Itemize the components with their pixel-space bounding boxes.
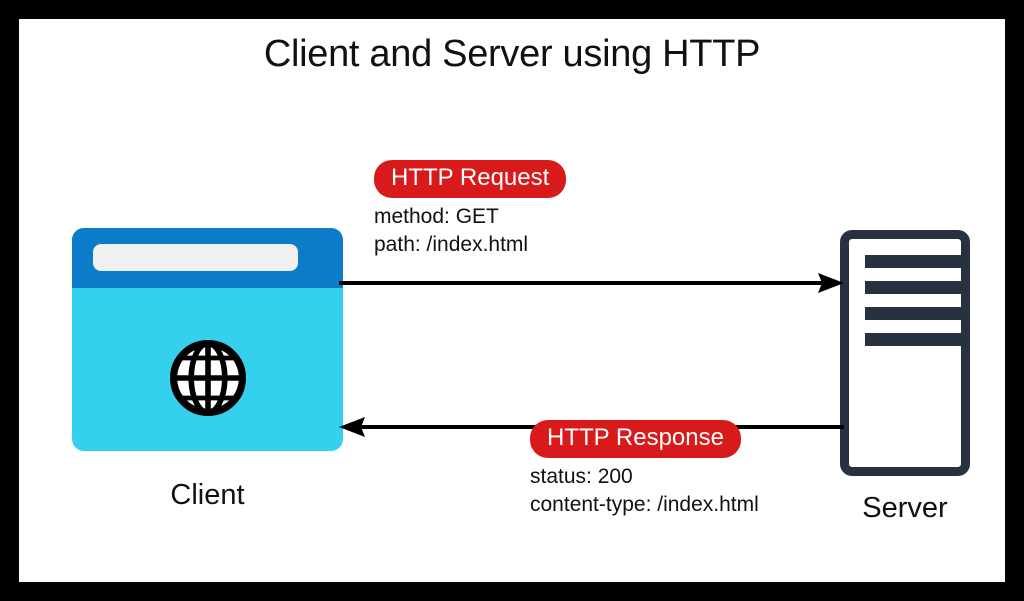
http-response-details: status: 200 content-type: /index.html <box>530 463 759 519</box>
globe-icon <box>170 340 246 416</box>
http-request-message: HTTP Request method: GET path: /index.ht… <box>374 160 567 259</box>
request-arrow-right-icon <box>339 273 844 293</box>
browser-address-bar[interactable] <box>93 244 298 271</box>
page-title: Client and Server using HTTP <box>263 33 761 75</box>
response-status-line: status: 200 <box>530 465 633 488</box>
request-path-line: path: /index.html <box>374 233 529 256</box>
server-bar <box>865 307 962 320</box>
browser-window-icon <box>72 228 343 451</box>
http-request-badge: HTTP Request <box>374 160 567 198</box>
response-content-type-line: content-type: /index.html <box>530 493 759 516</box>
server-node: Server <box>814 209 1004 529</box>
server-rack-icon <box>840 230 970 476</box>
http-response-badge: HTTP Response <box>530 420 741 458</box>
server-bar <box>865 281 962 294</box>
server-bar <box>865 333 962 346</box>
http-response-message: HTTP Response status: 200 content-type: … <box>530 420 759 519</box>
client-node: Client <box>52 228 343 518</box>
server-bar <box>865 255 962 268</box>
request-method-line: method: GET <box>374 205 499 228</box>
browser-title-bar <box>72 228 343 288</box>
diagram-canvas: Client and Server using HTTP Client <box>19 19 1005 582</box>
client-label: Client <box>170 479 245 511</box>
server-label: Server <box>862 492 948 524</box>
http-request-details: method: GET path: /index.html <box>374 203 566 259</box>
